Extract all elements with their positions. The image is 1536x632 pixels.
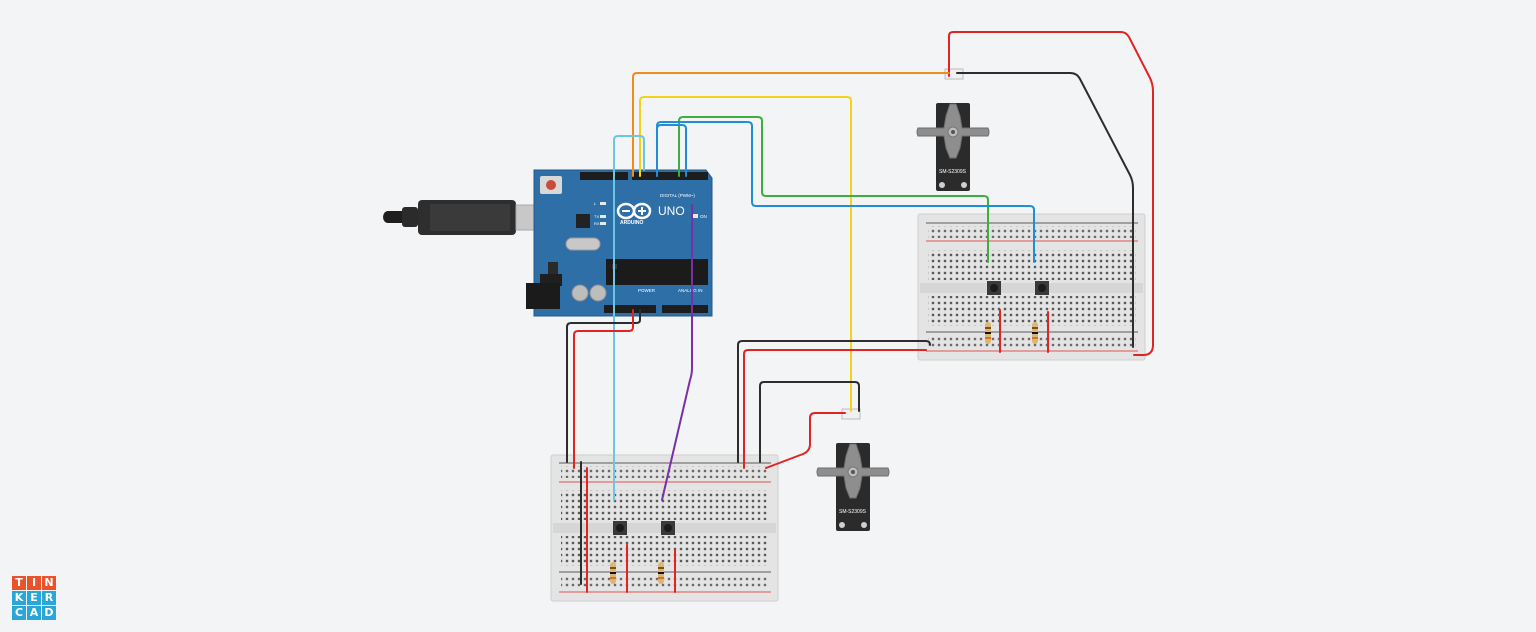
reset-button[interactable] <box>546 180 556 190</box>
on-led-label: ON <box>700 214 707 219</box>
tx-led-label: TX <box>594 214 599 219</box>
wire-blue[interactable] <box>656 124 687 177</box>
resistor[interactable] <box>1032 322 1038 344</box>
logo-letter: K <box>12 591 26 605</box>
wire-red[interactable] <box>743 349 927 469</box>
wire-red[interactable] <box>948 31 1154 356</box>
wire-orange[interactable] <box>632 72 950 177</box>
logo-letter: N <box>42 576 56 590</box>
wire-yellow[interactable] <box>639 96 852 412</box>
arduino-logo <box>616 202 652 220</box>
logo-letter: I <box>27 576 41 590</box>
board-model-label: UNO <box>658 204 685 218</box>
arduino-board[interactable]: UNO ARDUINO DIGITAL (PWM~) ON L TX RX PO… <box>526 169 713 317</box>
servo-top[interactable]: SM-S2309S <box>916 68 990 191</box>
pushbutton[interactable] <box>987 281 1001 295</box>
pushbutton[interactable] <box>613 521 627 535</box>
wire-cyan[interactable] <box>613 135 645 177</box>
breadboard-right[interactable] <box>917 213 1146 361</box>
board-brand-label: ARDUINO <box>620 220 643 226</box>
resistor[interactable] <box>985 322 991 344</box>
logo-letter: R <box>42 591 56 605</box>
rx-led-label: RX <box>594 221 600 226</box>
resistor[interactable] <box>658 562 664 584</box>
logo-letter: T <box>12 576 26 590</box>
wire-black[interactable] <box>956 72 1134 348</box>
power-header-label: POWER <box>638 288 656 293</box>
logo-letter: D <box>42 606 56 620</box>
logo-letter: E <box>27 591 41 605</box>
l-led-label: L <box>594 201 597 206</box>
logo-letter: C <box>12 606 26 620</box>
servo-bottom[interactable]: SM-S2309S <box>816 408 890 531</box>
servo-bottom-label: SM-S2309S <box>839 509 867 515</box>
wire-blue[interactable] <box>656 121 1035 263</box>
logo-letter: A <box>27 606 41 620</box>
wire-red[interactable] <box>765 412 846 469</box>
pushbutton[interactable] <box>661 521 675 535</box>
servo-top-label: SM-S2309S <box>939 169 967 175</box>
resistor[interactable] <box>610 562 616 584</box>
wire-black[interactable] <box>759 381 860 463</box>
pushbutton[interactable] <box>1035 281 1049 295</box>
usb-cable[interactable] <box>383 200 539 235</box>
tinkercad-logo[interactable]: T I N K E R C A D <box>12 576 56 620</box>
wire-red[interactable] <box>573 309 634 469</box>
digital-header-label: DIGITAL (PWM~) <box>660 193 695 198</box>
wire-green[interactable] <box>678 116 989 263</box>
wire-black[interactable] <box>566 309 641 463</box>
analog-header-label: ANALOG IN <box>678 288 703 293</box>
wire-purple[interactable] <box>661 204 693 501</box>
wire-black[interactable] <box>737 340 931 463</box>
